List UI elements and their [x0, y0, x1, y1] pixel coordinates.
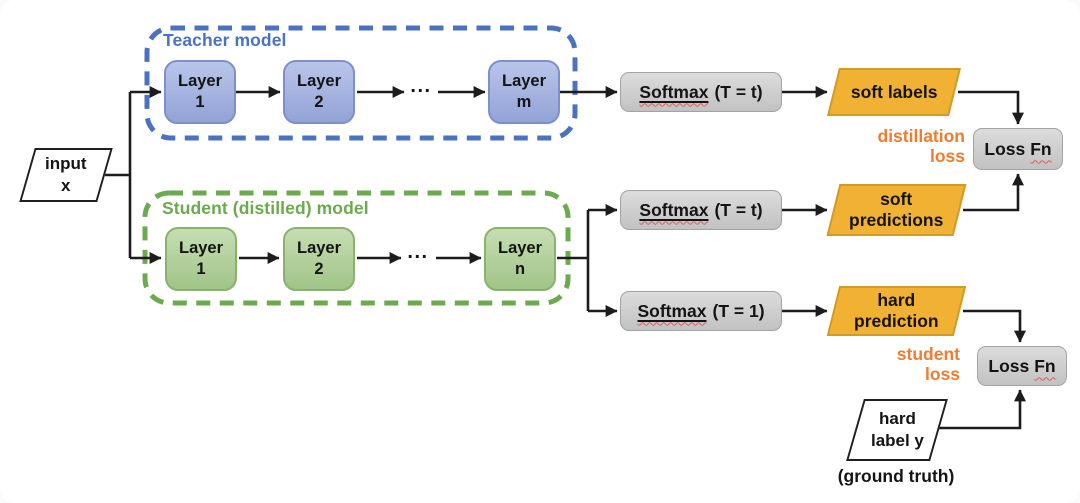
hard-prediction-node: hard prediction: [826, 286, 967, 336]
teacher-layer-1: Layer 1: [164, 60, 236, 124]
teacher-layer-1-label: Layer 1: [177, 72, 223, 111]
student-layer-n: Layer n: [484, 227, 556, 291]
ground-truth-caption: (ground truth): [828, 465, 964, 487]
softmax-temperature: (T = t): [714, 81, 763, 102]
soft-labels-node: soft labels: [827, 68, 961, 116]
softmax-teacher-box: Softmax(T = t): [620, 72, 782, 112]
student-layer-2: Layer 2: [283, 227, 355, 291]
teacher-model-title: Teacher model: [163, 30, 287, 50]
student-ellipsis-text: ...: [407, 240, 429, 263]
loss-fn-prefix: Loss: [984, 138, 1026, 159]
teacher-model-dashed-border: [144, 25, 578, 141]
softmax-word-underlined: Softmax: [637, 300, 707, 321]
softmax-student-hard-box: Softmax(T = 1): [620, 291, 782, 331]
hard-prediction-text: hard prediction: [854, 290, 939, 331]
arrow-hard-prediction-to-lossfn: [963, 309, 1026, 343]
student-layer-1: Layer 1: [165, 227, 237, 291]
soft-predictions-text: soft predictions: [849, 189, 944, 230]
hard-label-node: hard label y: [846, 399, 948, 461]
teacher-layer-2-label: Layer 2: [296, 72, 342, 111]
softmax-word-underlined: Softmax: [639, 199, 709, 220]
arrow-hard-label-to-lossfn: [938, 389, 1026, 430]
student-layer-n-label: Layer n: [497, 239, 543, 278]
softmax-word-underlined: Softmax: [639, 81, 709, 102]
loss-fn-prefix: Loss: [988, 355, 1030, 376]
input-label: input x: [45, 153, 87, 195]
hard-label-text: hard label y: [870, 408, 924, 450]
student-layer-1-label: Layer 1: [178, 239, 224, 278]
teacher-layer-m-label: Layer m: [501, 72, 547, 111]
softmax-student-soft-box: Softmax(T = t): [620, 190, 782, 230]
softmax-temperature: (T = t): [714, 199, 763, 220]
teacher-ellipsis: ...: [406, 74, 436, 98]
arrow-soft-predictions-to-lossfn: [963, 173, 1024, 212]
student-loss-label: student loss: [896, 344, 960, 385]
softmax-temperature: (T = 1): [712, 300, 765, 321]
arrow-soft-labels-to-lossfn: [958, 90, 1024, 125]
ground-truth-text: (ground truth): [837, 465, 955, 486]
student-ellipsis: ...: [403, 240, 433, 264]
input-node: input x: [19, 148, 113, 202]
teacher-layer-m: Layer m: [488, 60, 560, 124]
soft-labels-text: soft labels: [850, 81, 938, 102]
soft-predictions-node: soft predictions: [826, 184, 967, 236]
loss-fn-word: Fn: [1034, 355, 1056, 376]
loss-fn-word: Fn: [1030, 138, 1052, 159]
distillation-loss-label: distillation loss: [877, 126, 966, 167]
student-model-title: Student (distilled) model: [162, 198, 369, 218]
student-layer-2-label: Layer 2: [296, 239, 342, 278]
teacher-ellipsis-text: ...: [410, 74, 432, 97]
teacher-layer-2: Layer 2: [283, 60, 355, 124]
